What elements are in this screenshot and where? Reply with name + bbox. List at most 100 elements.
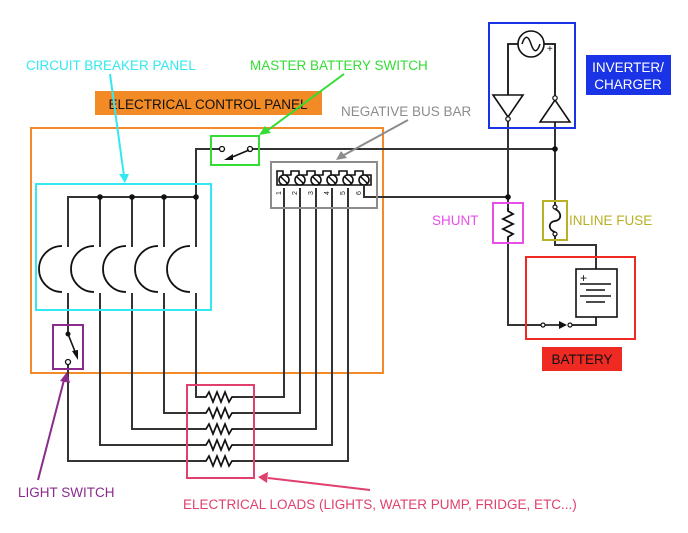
- junction-dot: [193, 194, 199, 200]
- shunt-resistor-icon: [500, 208, 516, 240]
- master-battery-switch-label: MASTER BATTERY SWITCH: [250, 58, 428, 73]
- electrical-loads-label: ELECTRICAL LOADS (LIGHTS, WATER PUMP, FR…: [183, 497, 577, 512]
- load-resistor-icon: [200, 405, 238, 421]
- load-resistor-icon: [200, 437, 238, 453]
- battery-label: BATTERY: [551, 352, 612, 367]
- light-switch-arrow-icon: [72, 350, 78, 360]
- circuit-breaker-panel-box: [35, 183, 212, 311]
- inline-fuse: INLINE FUSE: [542, 200, 652, 241]
- electrical-loads-box: [186, 384, 255, 479]
- inverter-charger-label-bg: [586, 55, 671, 95]
- electrical-loads-arrowhead: [258, 472, 268, 483]
- terminal-label: 4: [324, 191, 331, 195]
- load-resistor-icon: [200, 421, 238, 437]
- wiring: [67, 120, 597, 462]
- fuse-terminal: [552, 231, 558, 237]
- junction-dot: [552, 146, 558, 152]
- master-battery-switch-pointer: [267, 73, 345, 131]
- switch-terminal: [218, 145, 226, 153]
- light-switch: LIGHT SWITCH: [18, 324, 115, 500]
- wire-load-2-to-bus-2: [238, 188, 301, 414]
- master-battery-switch-box: [210, 135, 260, 166]
- load-resistor-icon: [200, 389, 238, 405]
- wire-breaker-3-to-load-3: [131, 293, 200, 430]
- negative-bus-bar: 1 2 3 4 5 6 NEGATIVE BUS BAR: [270, 104, 472, 209]
- bus-bar-body: [276, 170, 372, 186]
- bus-bar-screws: [278, 174, 370, 186]
- breaker-5-icon: [166, 245, 191, 293]
- battery-switch-terminal: [540, 322, 546, 328]
- wire-breaker-bus: [67, 196, 196, 247]
- fuse-icon: [548, 208, 562, 233]
- battery-label-bg: [542, 347, 622, 371]
- screw-slot: [343, 175, 353, 185]
- master-battery-switch: MASTER BATTERY SWITCH: [210, 58, 428, 166]
- terminal-label: 2: [292, 191, 299, 195]
- circuit-breaker-panel-pointer: [109, 73, 125, 177]
- wire-positive-to-breakers: [195, 148, 222, 197]
- inverter-node: [505, 116, 511, 122]
- negative-bus-bar-box: [270, 161, 378, 209]
- battery-plus-mark: +: [580, 271, 587, 285]
- battery-switch-terminal: [567, 322, 573, 328]
- electrical-loads: ELECTRICAL LOADS (LIGHTS, WATER PUMP, FR…: [183, 384, 577, 512]
- wire-bus-6-to-shunt: [363, 186, 508, 198]
- switch-blade-icon: [229, 149, 250, 159]
- breaker-1-icon: [38, 245, 63, 293]
- light-switch-arrowhead: [60, 372, 70, 383]
- breaker-symbols: [38, 245, 191, 293]
- switch-arrow-icon: [224, 154, 233, 160]
- electrical-loads-pointer: [267, 477, 371, 491]
- inverter-diode-down-icon: [491, 94, 525, 119]
- light-switch-box: [52, 324, 84, 370]
- inverter-lead-left: [507, 43, 518, 95]
- inverter-plus-mark: +: [547, 44, 553, 55]
- junction-dot: [161, 194, 167, 200]
- negative-bus-bar-label: NEGATIVE BUS BAR: [341, 104, 472, 119]
- terminal-label: 1: [276, 191, 283, 195]
- junction-dot: [97, 194, 103, 200]
- fuse-terminal: [552, 204, 558, 210]
- screw-slot: [295, 175, 305, 185]
- wire-load-4-to-bus-4: [238, 188, 333, 446]
- screw-slot: [311, 175, 321, 185]
- load-resistors: [200, 389, 238, 469]
- battery-box: [525, 256, 636, 340]
- shunt-box: [492, 202, 524, 244]
- battery-switch-arrow-icon: [559, 321, 567, 329]
- electrical-control-panel-label: ELECTRICAL CONTROL PANEL: [108, 97, 308, 112]
- inverter-charger: + INVERTER/ CHARGER: [488, 22, 671, 129]
- wire-switch-to-load-5: [67, 362, 200, 462]
- wire-load-5-to-bus-5: [238, 188, 349, 462]
- shunt-label: SHUNT: [432, 213, 479, 228]
- battery-cell-outline: [575, 268, 618, 318]
- wire-load-1-to-bus-1: [238, 188, 285, 398]
- breaker-2-icon: [70, 245, 95, 293]
- negative-bus-bar-arrowhead: [336, 151, 347, 160]
- terminal-label: 5: [340, 191, 347, 195]
- screw-slot: [359, 175, 369, 185]
- junction-dot: [129, 194, 135, 200]
- inline-fuse-label: INLINE FUSE: [569, 213, 652, 228]
- load-resistor-icon: [200, 453, 238, 469]
- wire-breaker-2-to-load-4: [99, 293, 200, 446]
- light-switch-label: LIGHT SWITCH: [18, 485, 115, 500]
- screw-slot: [327, 175, 337, 185]
- breaker-3-icon: [102, 245, 127, 293]
- circuit-breaker-panel-arrowhead: [119, 174, 129, 183]
- light-switch-pointer: [37, 379, 65, 481]
- wire-breaker-5-to-load-1: [195, 293, 200, 398]
- inverter-node: [552, 95, 558, 101]
- bus-bar-terminal-labels: 1 2 3 4 5 6: [276, 191, 363, 195]
- screw-slot: [279, 175, 289, 185]
- negative-bus-bar-pointer: [343, 119, 409, 156]
- circuit-breaker-panel-label: CIRCUIT BREAKER PANEL: [26, 58, 196, 73]
- battery: + BATTERY: [525, 256, 636, 371]
- wire-load-3-to-bus-3: [238, 188, 317, 430]
- inline-fuse-box: [542, 200, 568, 241]
- sine-wave-icon: [521, 36, 541, 52]
- inverter-diode-up-icon: [538, 98, 572, 123]
- terminal-label: 3: [308, 191, 315, 195]
- inverter-lead-right: [544, 43, 556, 96]
